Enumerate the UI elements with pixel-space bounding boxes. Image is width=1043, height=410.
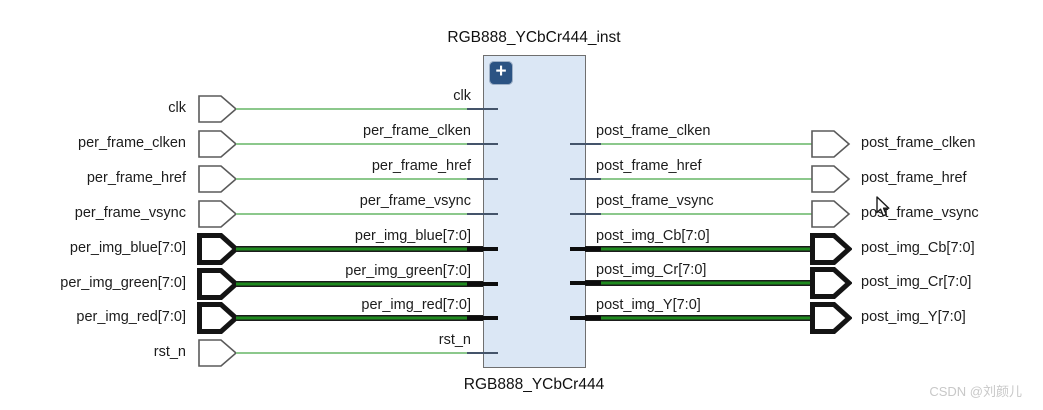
input-bus-port-icon[interactable] (197, 302, 239, 334)
port-label[interactable]: clk (168, 100, 186, 116)
input-port-icon[interactable] (198, 130, 238, 158)
wire[interactable] (585, 178, 812, 180)
pin-stub (570, 213, 601, 215)
bus-wire[interactable] (585, 315, 812, 321)
pin-label[interactable]: post_img_Cb[7:0] (596, 228, 710, 244)
port-label[interactable]: post_frame_clken (861, 135, 976, 151)
pin-stub (467, 247, 498, 251)
input-port-icon[interactable] (198, 95, 238, 123)
wire[interactable] (236, 108, 483, 110)
pin-label[interactable]: post_frame_vsync (596, 193, 714, 209)
pin-label[interactable]: post_frame_href (596, 158, 702, 174)
bus-wire[interactable] (585, 280, 812, 286)
port-label[interactable]: post_img_Y[7:0] (861, 309, 966, 325)
pin-stub (570, 247, 601, 251)
port-label[interactable]: per_frame_href (86, 170, 186, 186)
wire[interactable] (585, 143, 812, 145)
port-label[interactable]: per_img_red[7:0] (76, 309, 186, 325)
input-bus-port-icon[interactable] (197, 268, 239, 300)
port-label[interactable]: rst_n (153, 344, 186, 360)
pin-label[interactable]: per_frame_clken (363, 123, 471, 139)
pin-stub (467, 178, 498, 180)
port-label[interactable]: post_frame_vsync (861, 205, 979, 221)
pin-label[interactable]: per_frame_vsync (359, 193, 471, 209)
pin-label[interactable]: clk (453, 88, 471, 104)
mouse-cursor-icon (876, 196, 890, 217)
port-label[interactable]: post_frame_href (861, 170, 967, 186)
pin-stub (467, 316, 498, 320)
pin-label[interactable]: post_img_Cr[7:0] (596, 262, 707, 278)
bus-wire[interactable] (236, 281, 483, 287)
block-instance-title: RGB888_YCbCr444_inst (447, 29, 621, 46)
port-label[interactable]: per_img_green[7:0] (60, 275, 186, 291)
port-label[interactable]: per_img_blue[7:0] (69, 240, 186, 256)
pin-label[interactable]: per_img_red[7:0] (361, 297, 471, 313)
pin-stub (467, 282, 498, 286)
pin-stub (570, 316, 601, 320)
wire[interactable] (236, 143, 483, 145)
pin-label[interactable]: post_img_Y[7:0] (596, 297, 701, 313)
port-label[interactable]: per_frame_clken (78, 135, 186, 151)
bus-wire[interactable] (236, 246, 483, 252)
pin-stub (570, 281, 601, 285)
port-label[interactable]: post_img_Cb[7:0] (861, 240, 975, 256)
wire[interactable] (236, 352, 483, 354)
pin-stub (570, 178, 601, 180)
output-bus-port-icon[interactable] (810, 233, 852, 265)
input-bus-port-icon[interactable] (197, 233, 239, 265)
wire[interactable] (585, 213, 812, 215)
bus-wire[interactable] (236, 315, 483, 321)
port-label[interactable]: per_frame_vsync (74, 205, 186, 221)
output-bus-port-icon[interactable] (810, 302, 852, 334)
pin-stub (467, 352, 498, 354)
port-label[interactable]: post_img_Cr[7:0] (861, 274, 972, 290)
output-port-icon[interactable] (811, 200, 851, 228)
input-port-icon[interactable] (198, 339, 238, 367)
watermark-text: CSDN @刘颜儿 (929, 384, 1022, 399)
pin-stub (467, 143, 498, 145)
bus-wire[interactable] (585, 246, 812, 252)
block-module-title: RGB888_YCbCr444 (463, 376, 605, 393)
pin-label[interactable]: per_img_blue[7:0] (354, 228, 471, 244)
output-bus-port-icon[interactable] (810, 267, 852, 299)
pin-label[interactable]: post_frame_clken (596, 123, 711, 139)
pin-label[interactable]: per_img_green[7:0] (345, 263, 471, 279)
wire[interactable] (236, 178, 483, 180)
output-port-icon[interactable] (811, 130, 851, 158)
expand-block-button[interactable]: + (489, 61, 513, 85)
wire[interactable] (236, 213, 483, 215)
pin-stub (570, 143, 601, 145)
pin-stub (467, 108, 498, 110)
output-port-icon[interactable] (811, 165, 851, 193)
ip-block[interactable] (483, 55, 586, 368)
input-port-icon[interactable] (198, 165, 238, 193)
pin-stub (467, 213, 498, 215)
pin-label[interactable]: rst_n (438, 332, 471, 348)
pin-label[interactable]: per_frame_href (371, 158, 471, 174)
input-port-icon[interactable] (198, 200, 238, 228)
